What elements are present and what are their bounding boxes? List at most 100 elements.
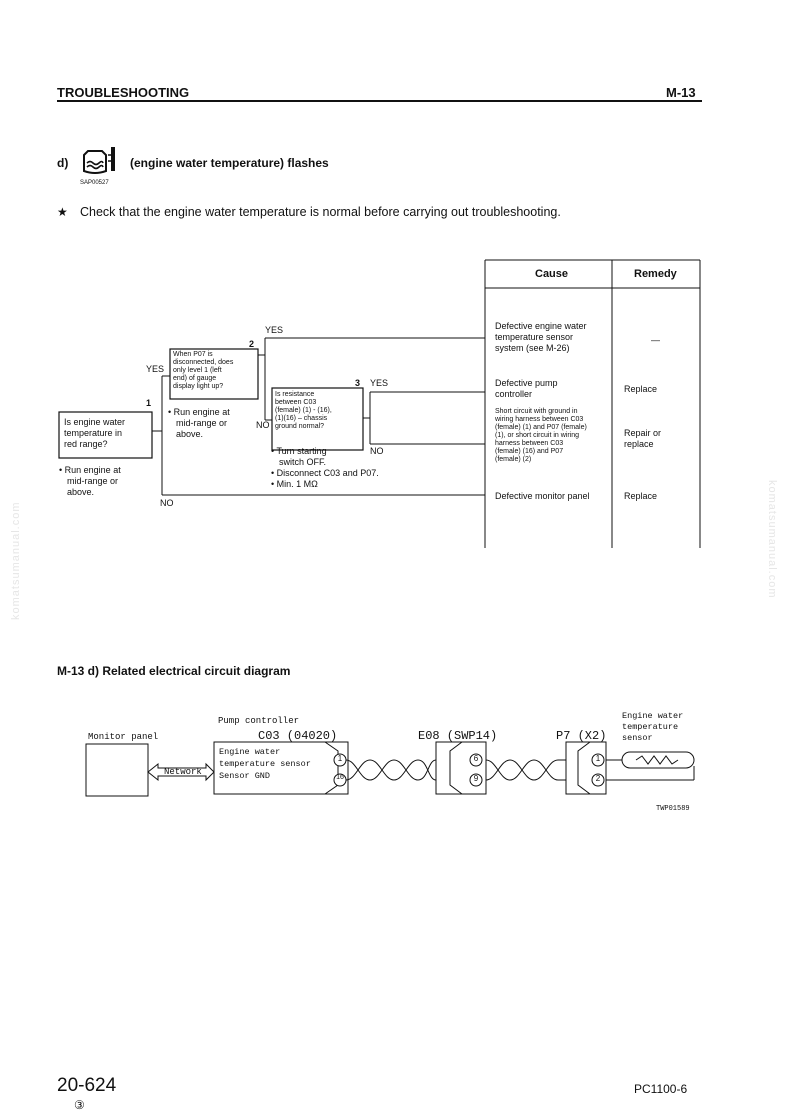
question-1-number: 1: [146, 398, 152, 408]
sensor-label-line: Engine water: [622, 711, 684, 721]
monitor-panel-label: Monitor panel: [88, 732, 159, 742]
remedy-line: replace: [624, 439, 654, 449]
c03-rows: Engine water temperature sensor Sensor G…: [219, 746, 311, 782]
q2-cond-line: mid-range or: [176, 418, 228, 428]
question-2-text: When P07 is disconnected, does only leve…: [173, 351, 233, 391]
cause-line: (1), or short circuit in wiring: [495, 432, 580, 439]
label-no-q2: NO: [256, 420, 270, 430]
cause-line: controller: [495, 389, 533, 399]
cause-line: (female) (2): [495, 456, 532, 463]
q1-cond-line: • Run engine at: [59, 465, 121, 475]
connector-c03-label: C03 (04020): [258, 729, 338, 743]
header-title: TROUBLESHOOTING: [57, 85, 190, 100]
q1-cond-line: mid-range or: [67, 476, 119, 486]
q3-line: ground normal?: [275, 423, 325, 430]
cause-line: wiring harness between C03: [495, 416, 584, 423]
remedy-3: Repair or replace: [624, 428, 661, 450]
c03-row: Sensor GND: [219, 771, 271, 781]
page-number: 20-624: [57, 1075, 117, 1096]
flow-lines: [152, 337, 485, 496]
pin-p7-1: 1: [595, 754, 601, 763]
model-number: PC1100-6: [634, 1082, 688, 1096]
label-no-q1: NO: [160, 498, 174, 508]
q3-cond-line: • Disconnect C03 and P07.: [271, 468, 379, 478]
question-1-text: Is engine water temperature in red range…: [64, 417, 125, 450]
sensor-label-line: sensor: [622, 733, 653, 743]
q3-cond-line: • Turn starting: [271, 446, 327, 456]
label-yes-q2: YES: [265, 325, 284, 335]
sensor-label: Engine water temperature sensor: [622, 711, 683, 744]
remedy-1: —: [651, 335, 660, 345]
q3-line: (female) (1) - (16),: [275, 407, 332, 414]
question-3-condition: • Turn starting switch OFF. • Disconnect…: [271, 446, 379, 490]
label-yes-q1: YES: [146, 364, 165, 374]
note-star: ★: [57, 205, 68, 219]
figure-code: TWP01589: [656, 805, 690, 813]
cause-line: harness between C03: [495, 440, 564, 447]
watermark-left: komatsumanual.com: [10, 501, 22, 621]
pin-e08-6: 6: [473, 754, 479, 763]
note-text: Check that the engine water temperature …: [80, 205, 561, 219]
cause-remedy-table: [484, 259, 701, 548]
q3-cond-line: • Min. 1 MΩ: [271, 479, 318, 489]
q2-line: only level 1 (left: [173, 367, 222, 374]
c03-row: temperature sensor: [219, 759, 311, 769]
cause-1: Defective engine water temperature senso…: [495, 321, 587, 354]
q2-cond-line: above.: [176, 429, 204, 439]
cause-3: Short circuit with ground in wiring harn…: [495, 408, 587, 464]
remedy-line: Repair or: [624, 428, 662, 438]
remedy-2: Replace: [624, 384, 658, 394]
column-cause: Cause: [535, 268, 569, 280]
header-rule: [57, 100, 702, 102]
question-3-text: Is resistance between C03 (female) (1) -…: [275, 391, 332, 431]
cause-line: system (see M-26): [495, 343, 570, 353]
q2-line: When P07 is: [173, 351, 213, 358]
sensor-label-line: temperature: [622, 722, 679, 732]
question-2-condition: • Run engine at mid-range or above.: [168, 407, 230, 440]
question-box-3: [271, 387, 364, 451]
circuit-title: M-13 d) Related electrical circuit diagr…: [57, 664, 291, 678]
label-yes-q3: YES: [370, 378, 389, 388]
cause-2: Defective pump controller: [495, 378, 558, 400]
q1-cond-line: above.: [67, 487, 95, 497]
column-remedy: Remedy: [634, 268, 677, 280]
pin-c03-16: 16: [336, 774, 344, 781]
q1-line: red range?: [64, 439, 108, 449]
q2-line: display light up?: [173, 383, 224, 390]
troubleshooting-flowchart: [58, 259, 701, 548]
question-3-number: 3: [355, 378, 361, 388]
cause-line: Defective pump: [495, 378, 558, 388]
connector-e08-label: E08 (SWP14): [418, 729, 498, 743]
connector-p7-label: P7 (X2): [556, 729, 607, 743]
q1-line: temperature in: [64, 428, 123, 438]
q2-line: disconnected, does: [173, 359, 234, 366]
cause-line: (female) (1) and P07 (female): [495, 424, 587, 431]
pin-c03-1: 1: [337, 754, 343, 763]
circuit-diagram: [85, 741, 695, 797]
pump-controller-label: Pump controller: [218, 716, 300, 726]
q3-cond-line: switch OFF.: [279, 457, 327, 467]
remedy-4: Replace: [624, 491, 658, 501]
c03-row: Engine water: [219, 747, 281, 757]
header-section: M-13: [666, 85, 696, 100]
icon-code: SAP00527: [80, 180, 109, 186]
cause-line: Short circuit with ground in: [495, 408, 578, 415]
watermark-right: komatsumanual.com: [766, 480, 778, 599]
network-label: Network: [164, 767, 202, 777]
revision-mark: ③: [74, 1098, 85, 1112]
engine-water-temperature-icon: [83, 147, 115, 174]
section-title: (engine water temperature) flashes: [130, 156, 329, 170]
pin-e08-9: 9: [473, 774, 479, 783]
q3-line: between C03: [275, 399, 317, 406]
label-no-q3: NO: [370, 446, 384, 456]
question-box-1: [58, 411, 153, 459]
cause-line: Defective engine water: [495, 321, 587, 331]
q3-line: (1)(16) – chassis: [275, 415, 328, 422]
question-2-number: 2: [249, 339, 255, 349]
cause-line: (female) (16) and P07: [495, 448, 564, 455]
question-1-condition: • Run engine at mid-range or above.: [59, 465, 121, 498]
cause-line: temperature sensor: [495, 332, 574, 342]
q2-line: end) of gauge: [173, 375, 217, 382]
q1-line: Is engine water: [64, 417, 126, 427]
pin-p7-2: 2: [595, 774, 601, 783]
